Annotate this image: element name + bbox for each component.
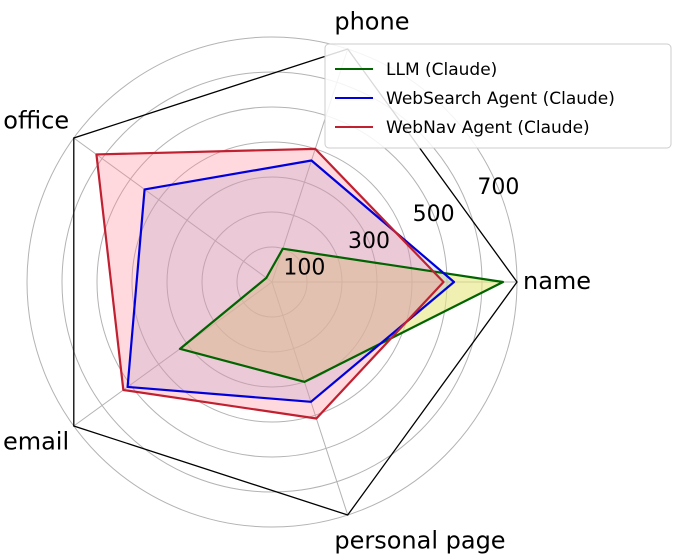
series-fill-0: [179, 248, 504, 382]
tick-label: 100: [283, 256, 325, 281]
axis-label: phone: [334, 7, 409, 35]
tick-label: 700: [477, 175, 519, 200]
axis-label: name: [523, 267, 591, 295]
series-fill-2: [96, 148, 444, 419]
legend-label-webnav: WebNav Agent (Claude): [386, 118, 590, 138]
legend-box: [324, 43, 672, 149]
legend-label-websearch: WebSearch Agent (Claude): [386, 89, 615, 109]
series-line-2: [95, 147, 445, 420]
legend: LLM (Claude) WebSearch Agent (Claude) We…: [324, 43, 672, 149]
tick-label: 500: [413, 202, 455, 227]
axis-label: office: [3, 107, 69, 135]
radar-series: [95, 147, 505, 420]
legend-label-llm: LLM (Claude): [386, 60, 497, 80]
axis-label: email: [3, 427, 69, 455]
series-fill-1: [127, 160, 455, 402]
grid-spoke: [73, 137, 273, 283]
radar-labels: 100 300 500 700 name phone office email personal…: [3, 7, 591, 554]
axis-label: personal page: [334, 527, 505, 555]
tick-label: 300: [348, 229, 390, 254]
series-line-0: [178, 247, 505, 383]
series-line-1: [126, 159, 456, 403]
